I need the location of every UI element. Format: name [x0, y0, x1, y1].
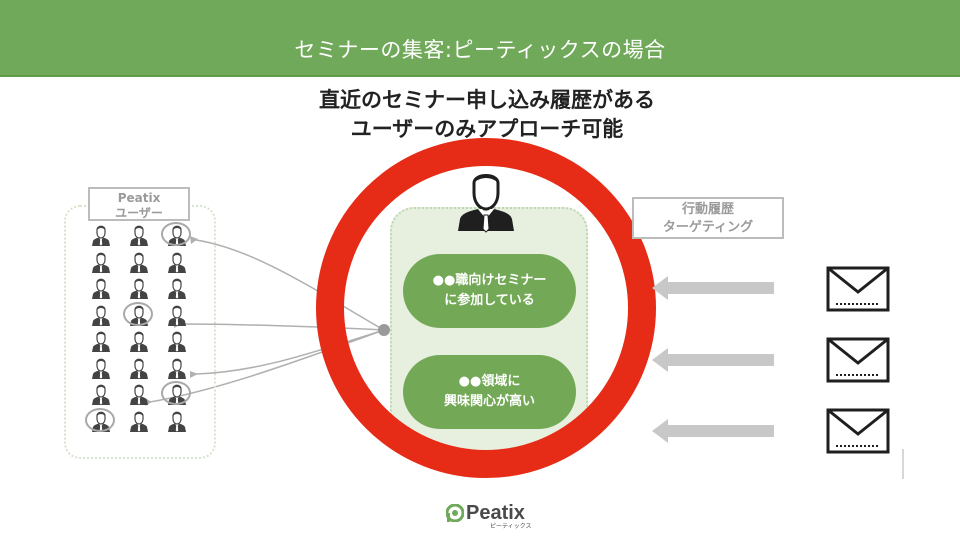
person-icon [166, 330, 188, 353]
envelope-icon [826, 266, 890, 312]
person-icon [166, 383, 188, 406]
user-cell [122, 381, 156, 408]
user-cell [122, 355, 156, 382]
arrow-left-icon [652, 276, 774, 300]
user-cell [122, 275, 156, 302]
person-icon [90, 383, 112, 406]
person-icon [128, 357, 150, 379]
highlight-ring [316, 138, 656, 478]
user-cell [84, 328, 118, 355]
person-icon [90, 330, 112, 353]
person-icon [166, 224, 188, 247]
users-label: Peatix ユーザー [88, 187, 190, 221]
person-icon [128, 383, 150, 406]
user-cell [84, 222, 118, 249]
user-cell [84, 275, 118, 302]
behavior-label-line-1: 行動履歴 [681, 202, 734, 217]
person-icon [166, 277, 188, 300]
person-icon [128, 251, 150, 273]
person-icon [128, 330, 150, 353]
user-cell-targeted [160, 222, 194, 249]
users-label-line-1: Peatix [117, 191, 161, 205]
user-cell [122, 408, 156, 435]
user-cell [160, 302, 194, 329]
logo-kana: ピーティックス [490, 523, 532, 530]
user-cell [122, 328, 156, 355]
behavior-label: 行動履歴 ターゲティング [632, 197, 784, 239]
user-cell [122, 249, 156, 276]
person-icon [90, 410, 112, 432]
headline-line-2: ユーザーのみアプローチ可能 [350, 117, 624, 141]
person-icon [90, 251, 112, 273]
peatix-logo-icon [446, 504, 464, 522]
person-icon [90, 357, 112, 379]
arrow-left-icon [652, 419, 774, 443]
arrow-left-icon [652, 348, 774, 372]
user-cell [160, 328, 194, 355]
person-icon [128, 410, 150, 432]
user-cell [84, 381, 118, 408]
page-title: セミナーの集客:ピーティックスの場合 [294, 38, 666, 62]
person-icon [166, 304, 188, 326]
user-cell [160, 249, 194, 276]
peatix-logo: Peatix ピーティックス [446, 500, 546, 534]
user-cell [84, 355, 118, 382]
headline-line-1: 直近のセミナー申し込み履歴がある [319, 88, 655, 112]
person-icon [166, 410, 188, 432]
envelope-icon [826, 408, 890, 454]
divider [902, 449, 904, 479]
logo-wordmark: Peatix [466, 502, 525, 524]
user-cell-targeted [122, 301, 156, 329]
user-cell [160, 408, 194, 435]
person-icon [128, 224, 150, 247]
person-icon [90, 304, 112, 326]
person-icon [166, 251, 188, 273]
user-cell-targeted [160, 381, 194, 408]
user-cell [122, 222, 156, 249]
behavior-label-line-2: ターゲティング [662, 220, 754, 235]
person-icon [166, 357, 188, 379]
user-cell [84, 302, 118, 329]
header-bar: セミナーの集客:ピーティックスの場合 [0, 0, 960, 77]
user-cell-targeted [84, 407, 118, 435]
person-icon [128, 304, 150, 326]
users-label-line-2: ユーザー [115, 206, 163, 220]
user-cell [160, 275, 194, 302]
person-icon [90, 277, 112, 300]
user-cell [160, 355, 194, 382]
person-icon [128, 277, 150, 300]
envelope-icon [826, 337, 890, 383]
person-icon [90, 224, 112, 247]
user-grid [84, 222, 194, 447]
user-cell [84, 249, 118, 276]
